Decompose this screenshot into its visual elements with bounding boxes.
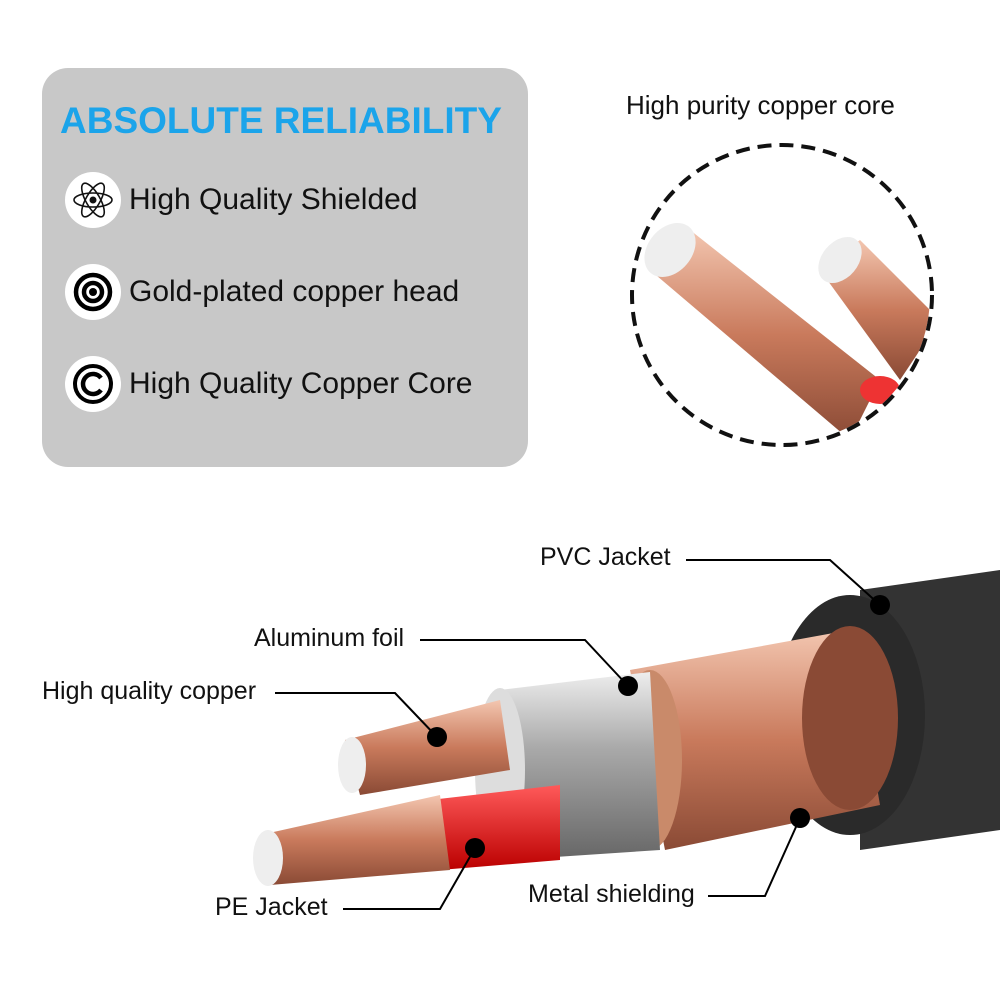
atom-icon: [65, 172, 121, 228]
metal-shielding-label: Metal shielding: [528, 880, 695, 908]
aluminum-foil-label: Aluminum foil: [254, 624, 405, 652]
features-panel: [42, 68, 528, 467]
dashed-circle: [630, 143, 934, 447]
pe-jacket-label: PE Jacket: [215, 893, 328, 921]
copper-conductor-lower: [260, 795, 450, 885]
target-icon: [65, 264, 121, 320]
copper-core-label: High purity copper core: [626, 90, 895, 120]
feature-label: Gold-plated copper head: [129, 275, 460, 308]
copyright-icon: [65, 356, 121, 412]
feature-label: High Quality Shielded: [129, 183, 418, 216]
features-title: ABSOLUTE RELIABILITY: [60, 100, 502, 141]
copper-core-closeup: [644, 223, 930, 440]
copper-conductor-upper: [345, 700, 510, 795]
pe-jacket: [430, 785, 560, 870]
leader-dots: [427, 595, 890, 858]
copper-label: High quality copper: [42, 677, 257, 705]
pvc-jacket-label: PVC Jacket: [540, 543, 671, 571]
feature-copper-core: High Quality Copper Core: [65, 356, 473, 412]
feature-shielded: High Quality Shielded: [65, 172, 418, 228]
feature-label: High Quality Copper Core: [129, 367, 473, 400]
leader-lines: [275, 559, 881, 910]
feature-gold-plated: Gold-plated copper head: [65, 264, 459, 320]
